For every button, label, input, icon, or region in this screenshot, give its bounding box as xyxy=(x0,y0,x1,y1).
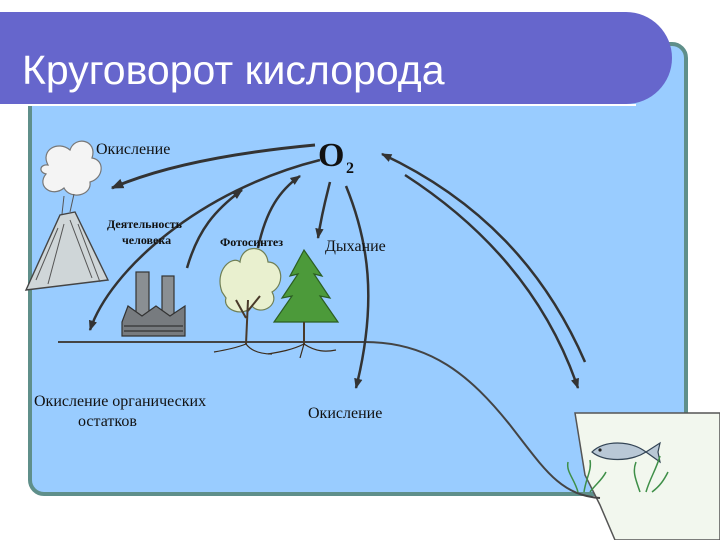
label-respiration: Дыхание xyxy=(325,238,386,255)
label-oxidation-bottom: Окисление xyxy=(308,405,382,422)
label-human-activity-line2: человека xyxy=(122,233,171,247)
arrow-o2-to-oxidation xyxy=(344,185,370,390)
arrow-o2-to-organic-remains xyxy=(88,158,321,331)
label-human-activity-line1: Деятельность xyxy=(107,217,183,231)
page-title: Круговорот кислорода xyxy=(22,47,445,93)
o2-subscript: 2 xyxy=(346,160,354,177)
volcano-icon xyxy=(24,140,110,291)
title-underline xyxy=(0,104,636,106)
arrow-respiration xyxy=(315,181,332,240)
label-oxidation-top: Окисление xyxy=(96,141,170,158)
o2-node: O 2 xyxy=(318,137,354,177)
water-body xyxy=(574,412,720,540)
label-photosynthesis: Фотосинтез xyxy=(220,235,283,249)
label-organic-oxidation-line1: Окисление органических xyxy=(34,393,206,410)
arrow-photosynthesis xyxy=(256,174,301,249)
arrow-o2-to-water xyxy=(404,173,580,389)
fir-tree-icon xyxy=(267,248,340,359)
factory-icon xyxy=(121,271,186,337)
title-bar: Круговорот кислорода xyxy=(0,12,672,106)
o2-symbol: O xyxy=(318,137,344,174)
arrow-water-to-o2 xyxy=(381,152,587,363)
label-organic-oxidation-line2: остатков xyxy=(78,413,137,430)
arrow-human-activity xyxy=(185,188,243,269)
fish-icon xyxy=(591,441,661,464)
ground-line xyxy=(58,341,601,499)
arrow-o2-to-volcano xyxy=(110,143,316,190)
water-plants-icon xyxy=(566,455,669,493)
deciduous-tree-icon xyxy=(213,247,282,355)
